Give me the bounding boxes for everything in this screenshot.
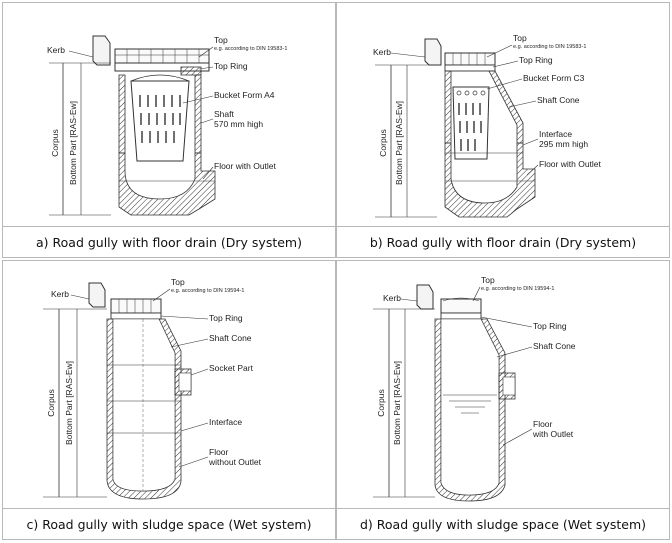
top-note: e.g. according to DIN 19583-1 <box>214 46 287 52</box>
floor-label: Floor <box>533 419 553 429</box>
corpus-label: Corpus <box>376 389 386 416</box>
bucket-label: Bucket Form A4 <box>214 90 275 100</box>
floor-label: Floor <box>209 447 229 457</box>
top-ring-label: Top Ring <box>209 313 243 323</box>
diagram-c: Corpus Bottom Part [RAS-Ew] Kerb Top <box>43 277 262 500</box>
top-note: e.g. according to DIN 19594-1 <box>171 288 244 294</box>
panel-a: Corpus Bottom Part [RAS-Ew] <box>2 2 336 258</box>
floor-with-outlet <box>118 152 216 216</box>
kerb-shape <box>92 35 111 66</box>
top-label: Top <box>513 33 527 43</box>
top-grate <box>110 298 162 314</box>
caption-a: a) Road gully with floor drain (Dry syst… <box>3 226 335 257</box>
kerb-shape <box>416 284 434 310</box>
panel-b: Corpus Bottom Part [RAS-Ew] <box>336 2 670 258</box>
shaft-label: Shaft <box>214 109 234 119</box>
kerb-shape <box>424 38 442 66</box>
top-grate <box>440 298 482 314</box>
top-note: e.g. according to DIN 19583-1 <box>513 44 586 50</box>
shaft-wall-right <box>194 74 202 154</box>
panel-d: Corpus Bottom Part [RAS-Ew] Kerb Top e.g… <box>336 260 670 540</box>
kerb-shape <box>88 282 106 308</box>
diagram-a: Corpus Bottom Part [RAS-Ew] <box>47 35 287 216</box>
floor-note: with Outlet <box>532 429 574 439</box>
interface-label: Interface <box>209 417 242 427</box>
floor-with-outlet <box>444 142 536 218</box>
top-ring-label: Top Ring <box>533 321 567 331</box>
top-ring-label: Top Ring <box>519 55 553 65</box>
shaft-cone-label: Shaft Cone <box>537 95 580 105</box>
top-ring-label: Top Ring <box>214 61 248 71</box>
bucket-label: Bucket Form C3 <box>523 73 585 83</box>
corpus-label: Corpus <box>50 129 60 156</box>
corpus-label: Corpus <box>378 129 388 156</box>
top-grate <box>114 48 210 64</box>
caption-c: c) Road gully with sludge space (Wet sys… <box>3 508 335 539</box>
kerb-label: Kerb <box>373 47 391 57</box>
caption-b: b) Road gully with floor drain (Dry syst… <box>337 226 669 257</box>
kerb-label: Kerb <box>47 45 65 55</box>
interface-label: Interface <box>539 129 572 139</box>
socket-label: Socket Part <box>209 363 254 373</box>
shaft-height: 570 mm high <box>214 119 263 129</box>
diagram-d: Corpus Bottom Part [RAS-Ew] Kerb Top e.g… <box>373 275 576 502</box>
kerb-label: Kerb <box>51 289 69 299</box>
bottom-part-label: Bottom Part [RAS-Ew] <box>394 101 404 185</box>
diagram-b: Corpus Bottom Part [RAS-Ew] <box>373 33 602 218</box>
caption-d: d) Road gully with sludge space (Wet sys… <box>337 508 669 539</box>
top-label: Top <box>171 277 185 287</box>
bottom-part-label: Bottom Part [RAS-Ew] <box>68 101 78 185</box>
floor-note: without Outlet <box>208 457 262 467</box>
bottom-part-label: Bottom Part [RAS-Ew] <box>392 361 402 445</box>
floor-label: Floor with Outlet <box>214 161 277 171</box>
shaft-cone-label: Shaft Cone <box>533 341 576 351</box>
panel-c: Corpus Bottom Part [RAS-Ew] Kerb Top <box>2 260 336 540</box>
interface-height: 295 mm high <box>539 139 588 149</box>
kerb-label: Kerb <box>383 293 401 303</box>
bucket <box>452 86 490 160</box>
top-label: Top <box>214 35 228 45</box>
corpus-label: Corpus <box>46 389 56 416</box>
top-label: Top <box>481 275 495 285</box>
shaft-cone <box>444 70 452 144</box>
top-note: e.g. according to DIN 19594-1 <box>481 286 554 292</box>
top-grate <box>444 52 496 66</box>
shaft-cone-label: Shaft Cone <box>209 333 252 343</box>
floor-label: Floor with Outlet <box>539 159 602 169</box>
bottom-part-label: Bottom Part [RAS-Ew] <box>64 361 74 445</box>
shaft-wall-left <box>118 74 126 154</box>
